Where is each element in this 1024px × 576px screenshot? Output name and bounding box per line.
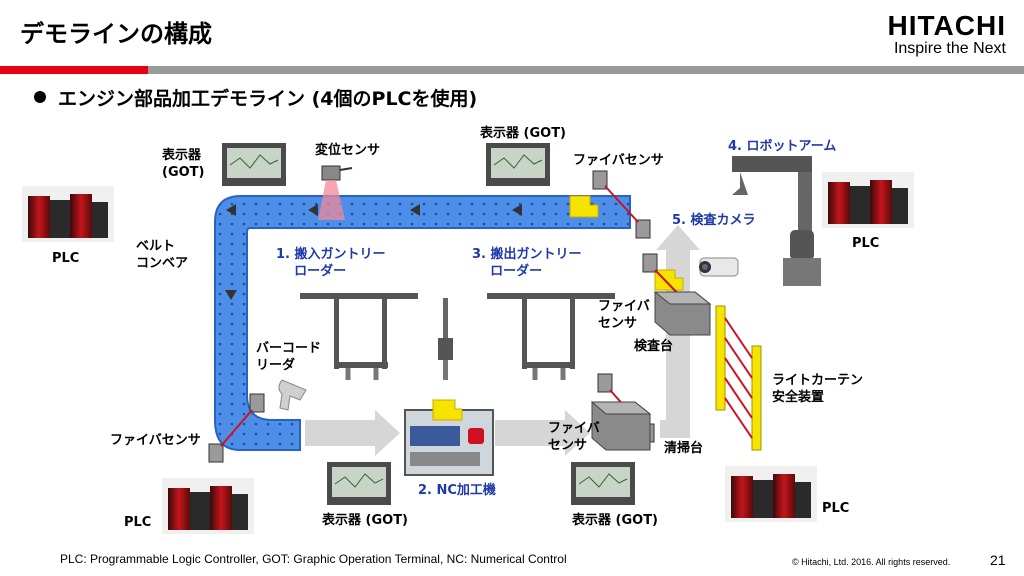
display-got-icon [222,143,286,186]
page-number: 21 [990,552,1006,568]
footnote: PLC: Programmable Logic Controller, GOT:… [60,552,567,566]
label-belt-conveyor: ベルト コンベア [136,239,189,271]
label-display-got: 表示器 (GOT) [162,148,205,180]
label-displacement-sensor: 変位センサ [315,143,381,158]
page-title: デモラインの構成 [20,20,212,48]
label-loading-gantry: 1. 搬入ガントリー ローダー [276,247,386,279]
copyright: © Hitachi, Ltd. 2016. All rights reserve… [792,557,951,567]
fiber-sensor-top [592,170,651,239]
header-rule-accent [0,66,148,74]
belt-conveyor [214,195,631,451]
slide-subtitle: エンジン部品加工デモライン (4個のPLCを使用) [58,88,478,110]
label-inspection-camera: 5. 検査カメラ [672,213,756,228]
label-display-got: 表示器 (GOT) [480,126,566,141]
label-plc: PLC [124,515,152,530]
workpiece-icon [654,269,684,291]
displacement-sensor [318,165,353,220]
unloading-gantry [487,293,615,380]
logo-tagline: Inspire the Next [893,40,1006,57]
cleaning-table [590,401,652,451]
display-got-icon [327,462,391,505]
label-fiber-sensor: ファイバ センサ [598,299,650,331]
label-nc-machine: 2. NC加工機 [418,483,496,498]
plc-unit-icon [822,172,914,228]
bullet-icon [34,91,46,103]
conveyor-direction-icon [512,204,522,216]
label-plc: PLC [52,251,80,266]
plc-unit-icon [22,186,114,242]
label-robot-arm: 4. ロボットアーム [728,139,837,154]
conveyor-direction-icon [225,290,237,300]
label-unloading-gantry: 3. 搬出ガントリー ローダー [472,247,582,279]
plc-unit-icon [725,466,817,522]
label-display-got: 表示器 (GOT) [322,513,408,528]
loading-gantry [300,293,418,380]
label-plc: PLC [852,236,880,251]
nc-spindle [438,298,453,380]
conveyor-direction-icon [308,204,318,216]
label-fiber-sensor: ファイバセンサ [110,433,201,448]
barcode-reader-icon [278,379,307,411]
conveyor-direction-icon [226,204,236,216]
nc-machine [404,399,494,476]
logo-main-text: HITACHI [887,10,1006,41]
label-display-got: 表示器 (GOT) [572,513,658,528]
label-cleaning-table: 清掃台 [664,441,704,456]
label-fiber-sensor: ファイバ センサ [548,421,600,453]
workpiece-icon [569,195,599,218]
light-curtain [715,305,762,451]
conveyor-direction-icon [410,204,420,216]
display-got-icon [571,462,635,505]
robot-arm [732,156,821,286]
inspection-table [653,291,712,336]
camera-icon [699,257,739,277]
label-fiber-sensor: ファイバセンサ [573,153,664,168]
plc-unit-icon [162,478,254,534]
label-barcode-reader: バーコード リーダ [256,341,322,373]
label-light-curtain: ライトカーテン 安全装置 [772,373,864,405]
label-inspection-table: 検査台 [634,339,674,354]
hitachi-logo: HITACHI Inspire the Next [856,12,1006,58]
display-got-icon [486,143,550,186]
header-rule [148,66,1024,74]
label-plc: PLC [822,501,850,516]
fiber-sensor-left [208,393,265,463]
